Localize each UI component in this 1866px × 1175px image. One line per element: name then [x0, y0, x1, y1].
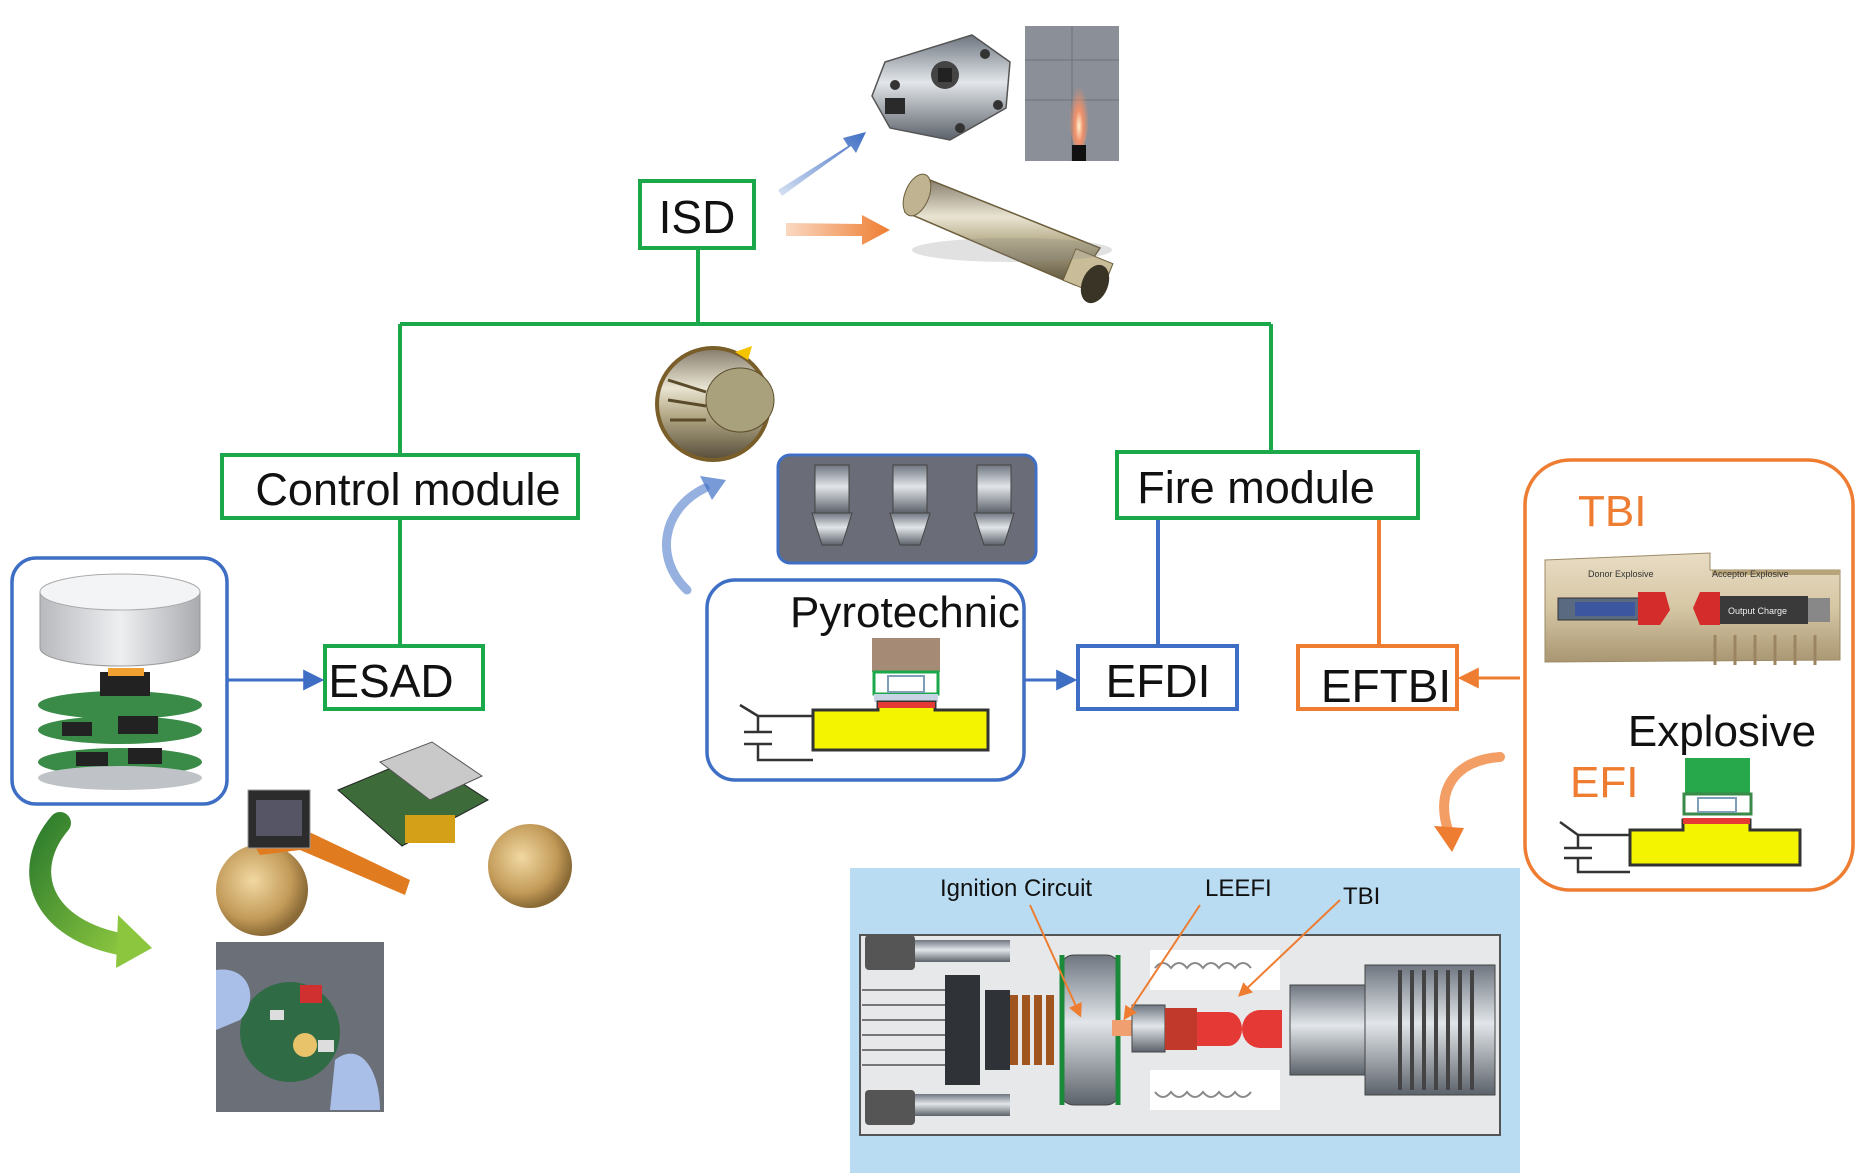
efdi-node: EFDI	[1076, 644, 1239, 711]
tree-connectors	[398, 248, 1273, 646]
svg-text:ISD: ISD	[659, 191, 736, 243]
tbi-efi-panel: TBI Donor Explosive Acceptor Explosive O…	[1523, 458, 1855, 892]
pyro-curved-arrow	[662, 483, 710, 595]
cutaway-tbi-label: TBI	[1343, 883, 1380, 910]
pyro-curved-arrowhead	[700, 476, 726, 500]
pyrotechnic-box: Pyrotechnic	[705, 578, 1026, 782]
control-module-node: Control module	[220, 453, 580, 520]
svg-text:Fire module: Fire module	[1137, 462, 1375, 513]
fire-module-node: Fire module	[1115, 450, 1420, 520]
esad-node: ESAD	[323, 644, 485, 711]
svg-text:EFTBI: EFTBI	[1321, 660, 1451, 712]
tbi-cutaway-image: Donor Explosive Acceptor Explosive Outpu…	[1544, 552, 1841, 665]
efi-label: EFI	[1570, 758, 1638, 807]
isd-orange-arrow	[786, 215, 890, 245]
leefi-label: LEEFI	[1205, 875, 1272, 902]
tbi-orange-curved-arrow	[1439, 752, 1505, 835]
isd-cylinder-image	[902, 173, 1114, 304]
isd-device-image	[871, 34, 1011, 141]
isd-blue-arrow	[778, 132, 866, 196]
eftbi-node: EFTBI	[1296, 644, 1459, 712]
isd-node: ISD	[638, 179, 756, 250]
explosive-label: Explosive	[1628, 707, 1816, 756]
pyro-squibs-photo	[776, 453, 1038, 565]
efi-schematic	[1559, 758, 1802, 874]
isd-flame-test-image	[1025, 26, 1119, 161]
pyro-connector-photo	[655, 346, 775, 462]
donor-explosive-label: Donor Explosive	[1588, 569, 1654, 579]
esad-green-arrowhead	[116, 915, 152, 968]
tbi-label: TBI	[1578, 487, 1646, 536]
svg-text:EFDI: EFDI	[1106, 655, 1211, 707]
output-charge-label: Output Charge	[1728, 606, 1787, 616]
esad-green-curved-arrow	[29, 812, 136, 956]
pyrotechnic-title: Pyrotechnic	[790, 588, 1020, 637]
ignition-circuit-label: Ignition Circuit	[940, 875, 1092, 902]
acceptor-explosive-label: Acceptor Explosive	[1712, 569, 1789, 579]
esad-hand-photo	[216, 942, 384, 1112]
esad-image-box	[10, 556, 229, 806]
svg-text:ESAD: ESAD	[328, 655, 453, 707]
tbi-orange-arrowhead	[1434, 826, 1464, 852]
svg-text:Control module: Control module	[255, 464, 560, 515]
esad-board-photo	[216, 741, 572, 936]
leefi-cutaway: Ignition Circuit LEEFI TBI	[850, 868, 1520, 1173]
